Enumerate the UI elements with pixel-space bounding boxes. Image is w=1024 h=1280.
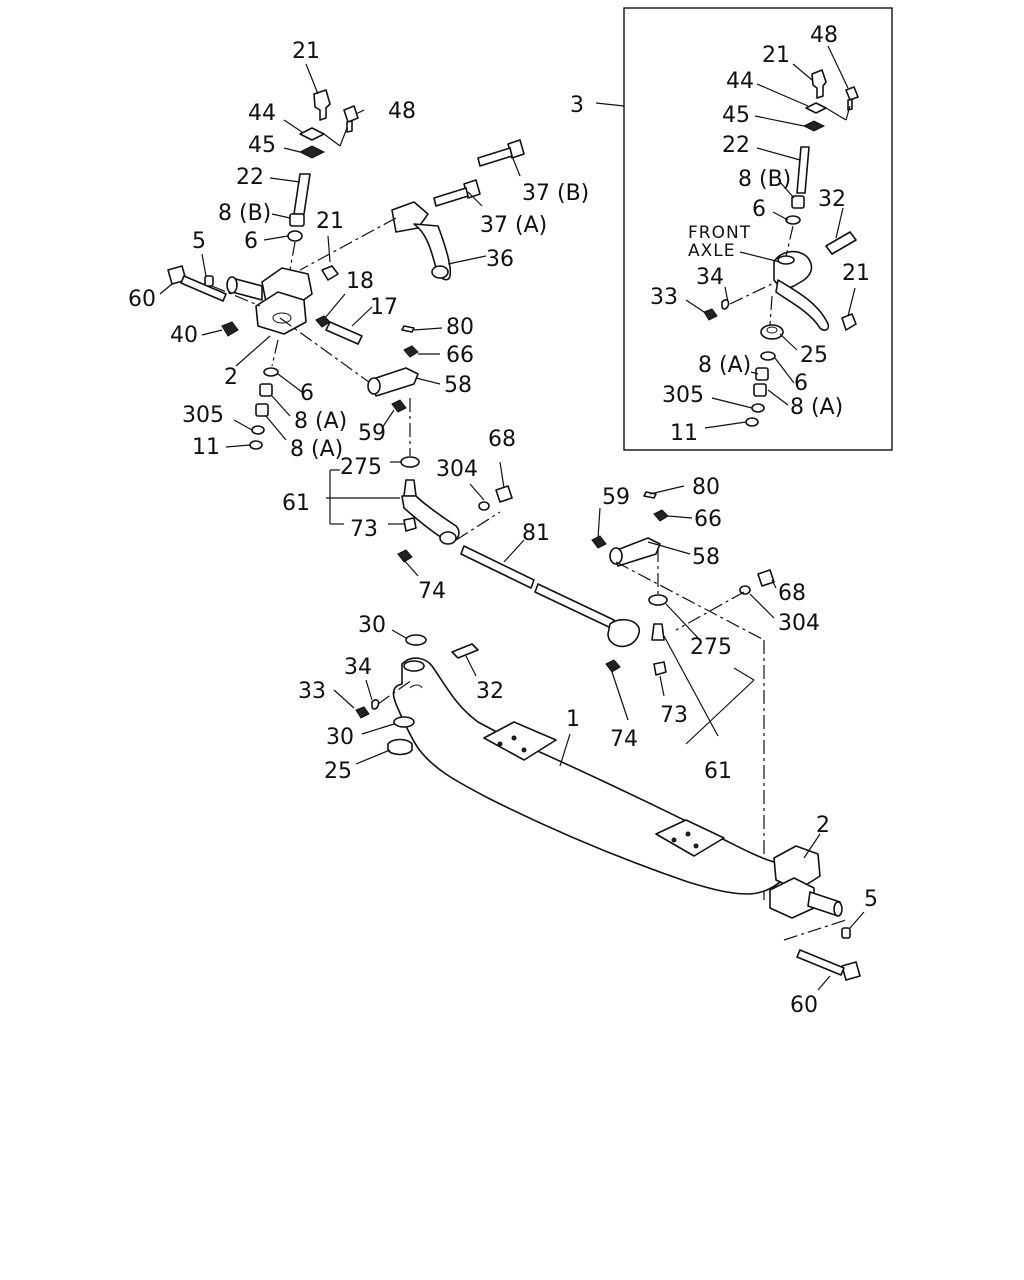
label-22: 22 bbox=[236, 165, 264, 190]
left-tie-rod-end bbox=[367, 325, 443, 456]
label-59: 59 bbox=[602, 485, 630, 510]
upper-knuckle-leaders bbox=[159, 63, 381, 448]
label-30: 30 bbox=[326, 725, 354, 750]
label-40: 40 bbox=[170, 323, 198, 348]
label-60: 60 bbox=[128, 287, 156, 312]
label-304: 304 bbox=[436, 457, 478, 482]
label-60: 60 bbox=[790, 993, 818, 1018]
label-58: 58 bbox=[692, 545, 720, 570]
axle-beam bbox=[392, 657, 865, 991]
label-305: 305 bbox=[662, 383, 704, 408]
label-6: 6 bbox=[244, 229, 258, 254]
label-275: 275 bbox=[340, 455, 382, 480]
label-275: 275 bbox=[690, 635, 732, 660]
label-8b: 8 (B) bbox=[738, 167, 791, 192]
label-73: 73 bbox=[350, 517, 378, 542]
pitman-arm-group bbox=[299, 139, 525, 281]
label-18: 18 bbox=[346, 269, 374, 294]
right-tie-rod-end bbox=[591, 485, 777, 900]
label-305: 305 bbox=[182, 403, 224, 428]
label-5: 5 bbox=[864, 887, 878, 912]
label-59: 59 bbox=[358, 421, 386, 446]
label-68: 68 bbox=[778, 581, 806, 606]
inset-leaders bbox=[685, 45, 856, 429]
label-44: 44 bbox=[248, 101, 276, 126]
label-74: 74 bbox=[418, 579, 446, 604]
label-33: 33 bbox=[650, 285, 678, 310]
label-25: 25 bbox=[800, 343, 828, 368]
upper-knuckle-parts bbox=[167, 89, 363, 450]
label-48: 48 bbox=[810, 23, 838, 48]
label-6: 6 bbox=[794, 371, 808, 396]
label-34: 34 bbox=[344, 655, 372, 680]
label-61: 61 bbox=[282, 491, 310, 516]
label-axle: AXLE bbox=[688, 241, 736, 261]
label-8a: 8 (A) bbox=[790, 395, 843, 420]
label-74: 74 bbox=[610, 727, 638, 752]
label-30: 30 bbox=[358, 613, 386, 638]
inset-parts bbox=[703, 69, 859, 427]
label-6: 6 bbox=[300, 381, 314, 406]
label-2: 2 bbox=[816, 813, 830, 838]
cross-tie-rod bbox=[460, 539, 641, 721]
label-6: 6 bbox=[752, 197, 766, 222]
label-17: 17 bbox=[370, 295, 398, 320]
axle-left-end-parts bbox=[333, 629, 479, 765]
part-labels: 21 44 48 45 22 8 (B) 21 6 5 60 18 17 40 … bbox=[128, 23, 878, 1018]
label-34: 34 bbox=[696, 265, 724, 290]
label-45: 45 bbox=[722, 103, 750, 128]
label-11: 11 bbox=[670, 421, 698, 446]
label-25: 25 bbox=[324, 759, 352, 784]
label-37b: 37 (B) bbox=[522, 181, 589, 206]
label-61: 61 bbox=[704, 759, 732, 784]
label-73: 73 bbox=[660, 703, 688, 728]
label-front: FRONT bbox=[688, 223, 751, 243]
label-32: 32 bbox=[476, 679, 504, 704]
label-8a: 8 (A) bbox=[698, 353, 751, 378]
label-58: 58 bbox=[444, 373, 472, 398]
label-80: 80 bbox=[692, 475, 720, 500]
label-8a: 8 (A) bbox=[290, 437, 343, 462]
inset-detail-box bbox=[623, 7, 893, 451]
label-48: 48 bbox=[388, 99, 416, 124]
label-32: 32 bbox=[818, 187, 846, 212]
label-2: 2 bbox=[224, 365, 238, 390]
label-33: 33 bbox=[298, 679, 326, 704]
label-3: 3 bbox=[570, 93, 584, 118]
label-8a: 8 (A) bbox=[294, 409, 347, 434]
label-45: 45 bbox=[248, 133, 276, 158]
label-1: 1 bbox=[566, 707, 580, 732]
label-68: 68 bbox=[488, 427, 516, 452]
label-21: 21 bbox=[316, 209, 344, 234]
label-304: 304 bbox=[778, 611, 820, 636]
left-tie-rod-arm bbox=[326, 456, 513, 577]
label-5: 5 bbox=[192, 229, 206, 254]
label-37a: 37 (A) bbox=[480, 213, 547, 238]
label-22: 22 bbox=[722, 133, 750, 158]
label-44: 44 bbox=[726, 69, 754, 94]
label-21: 21 bbox=[762, 43, 790, 68]
label-81: 81 bbox=[522, 521, 550, 546]
label-21: 21 bbox=[842, 261, 870, 286]
label-80: 80 bbox=[446, 315, 474, 340]
label-11: 11 bbox=[192, 435, 220, 460]
label-66: 66 bbox=[694, 507, 722, 532]
label-66: 66 bbox=[446, 343, 474, 368]
label-21: 21 bbox=[292, 39, 320, 64]
label-8b: 8 (B) bbox=[218, 201, 271, 226]
label-36: 36 bbox=[486, 247, 514, 272]
